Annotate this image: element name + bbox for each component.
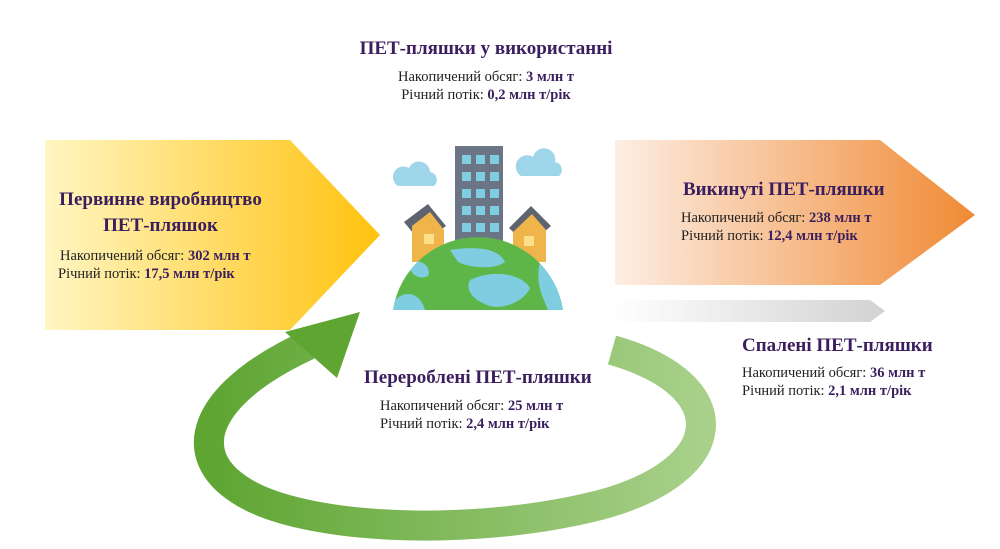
- burned-arrow: [612, 300, 885, 322]
- recycled-title: Перероблені ПЕТ-пляшки: [364, 367, 592, 388]
- burned-flow: Річний потік: 2,1 млн т/рік: [742, 382, 972, 400]
- recycled-block: Перероблені ПЕТ-пляшки Накопичений обсяг…: [364, 365, 624, 433]
- discarded-flow-label: Річний потік:: [681, 228, 764, 244]
- recycled-flow: Річний потік: 2,4 млн т/рік: [364, 415, 624, 433]
- in-use-title: ПЕТ-пляшки у використанні: [359, 38, 613, 59]
- primary-stock-value: 302 млн т: [187, 248, 251, 264]
- in-use-stock: Накопичений обсяг: 3 млн т: [336, 68, 636, 86]
- in-use-stock-value: 3 млн т: [525, 69, 574, 85]
- in-use-block: ПЕТ-пляшки у використанні Накопичений об…: [336, 36, 636, 104]
- discarded-title: Викинуті ПЕТ-пляшки: [683, 179, 885, 200]
- primary-flow: Річний потік: 17,5 млн т/рік: [48, 265, 308, 283]
- burned-flow-label: Річний потік:: [742, 383, 825, 399]
- in-use-flow: Річний потік: 0,2 млн т/рік: [336, 86, 636, 104]
- discarded-block: Викинуті ПЕТ-пляшки Накопичений обсяг: 2…: [681, 177, 923, 245]
- discarded-stock-value: 238 млн т: [808, 210, 872, 226]
- recycle-loop-arrow-icon: [193, 312, 716, 541]
- burned-stock-value: 36 млн т: [869, 365, 926, 381]
- recycled-flow-value: 2,4 млн т/рік: [466, 416, 550, 432]
- recycled-stock-value: 25 млн т: [507, 398, 564, 414]
- in-use-flow-label: Річний потік:: [401, 87, 484, 103]
- burned-title: Спалені ПЕТ-пляшки: [742, 335, 933, 356]
- burned-block: Спалені ПЕТ-пляшки Накопичений обсяг: 36…: [742, 333, 972, 400]
- primary-production-block: Первинне виробництво ПЕТ-пляшок Накопиче…: [48, 187, 308, 283]
- primary-flow-value: 17,5 млн т/рік: [144, 266, 235, 282]
- primary-production-arrow: [45, 140, 380, 330]
- primary-title-line1: Первинне виробництво: [59, 189, 262, 210]
- primary-title-line2: ПЕТ-пляшок: [103, 215, 218, 236]
- primary-flow-label: Річний потік:: [58, 266, 141, 282]
- burned-flow-value: 2,1 млн т/рік: [828, 383, 912, 399]
- discarded-stock-label: Накопичений обсяг:: [681, 210, 806, 226]
- cloud-icon: [392, 148, 562, 186]
- recycled-stock: Накопичений обсяг: 25 млн т: [364, 397, 624, 415]
- burned-stock-label: Накопичений обсяг:: [742, 365, 867, 381]
- recycled-flow-label: Річний потік:: [380, 416, 463, 432]
- discarded-stock: Накопичений обсяг: 238 млн т: [681, 209, 923, 227]
- city-globe-icon: [392, 146, 563, 310]
- recycled-stock-label: Накопичений обсяг:: [380, 398, 505, 414]
- burned-stock: Накопичений обсяг: 36 млн т: [742, 364, 972, 382]
- primary-stock-label: Накопичений обсяг:: [60, 248, 185, 264]
- discarded-flow-value: 12,4 млн т/рік: [767, 228, 858, 244]
- discarded-arrow: [615, 140, 975, 285]
- discarded-flow: Річний потік: 12,4 млн т/рік: [681, 227, 923, 245]
- in-use-stock-label: Накопичений обсяг:: [398, 69, 523, 85]
- in-use-flow-value: 0,2 млн т/рік: [487, 87, 571, 103]
- primary-stock: Накопичений обсяг: 302 млн т: [48, 247, 308, 265]
